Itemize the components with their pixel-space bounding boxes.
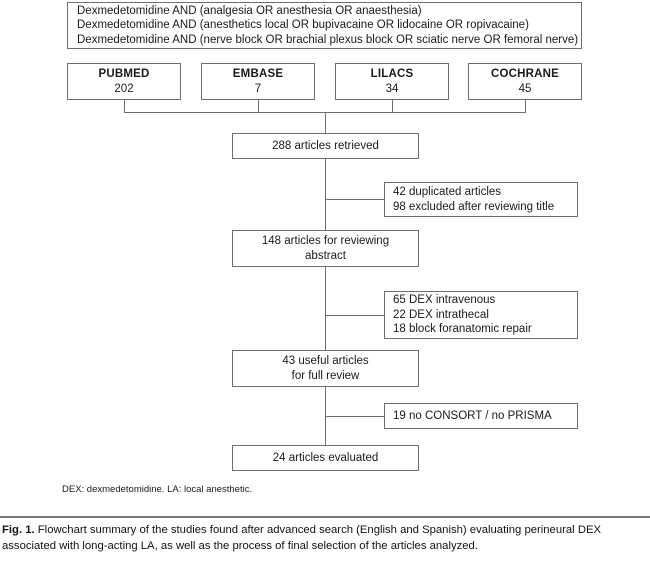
database-count: 7 xyxy=(254,82,262,95)
exclusion-line: 19 no CONSORT / no PRISMA xyxy=(393,409,552,422)
database-count: 202 xyxy=(114,82,134,95)
figure-caption-text: Flowchart summary of the studies found a… xyxy=(2,524,602,552)
exclusion-line: 98 excluded after reviewing title xyxy=(393,200,555,213)
figure-caption: Fig. 1. Flowchart summary of the studies… xyxy=(2,523,648,554)
database-name: LILACS xyxy=(370,68,414,80)
connector-branch-excluded-title xyxy=(325,199,385,200)
database-box-pubmed: PUBMED 202 xyxy=(67,63,181,100)
flow-box-line: 43 useful articles xyxy=(282,355,369,367)
connector-bus-to-retrieved xyxy=(325,112,326,133)
database-count: 34 xyxy=(385,82,399,95)
exclusion-box-reporting-guidelines: 19 no CONSORT / no PRISMA xyxy=(384,403,578,429)
exclusion-line: 65 DEX intravenous xyxy=(393,294,496,307)
database-box-lilacs: LILACS 34 xyxy=(335,63,449,100)
exclusion-line: 22 DEX intrathecal xyxy=(393,308,489,321)
search-query-box: Dexmedetomidine AND (analgesia OR anesth… xyxy=(67,2,582,49)
exclusion-box-by-administration-type: 65 DEX intravenous 22 DEX intrathecal 18… xyxy=(384,291,578,339)
search-query-line-2: Dexmedetomidine AND (anesthetics local O… xyxy=(77,19,529,32)
flow-box-line: for full review xyxy=(291,369,360,382)
database-name: EMBASE xyxy=(232,68,284,80)
connector-embase-drop xyxy=(258,100,259,113)
flow-box-line: 24 articles evaluated xyxy=(272,451,379,464)
connector-pubmed-drop xyxy=(124,100,125,113)
database-name: PUBMED xyxy=(98,68,150,80)
database-box-embase: EMBASE 7 xyxy=(201,63,315,100)
figure-footnote: DEX: dexmedetomidine. LA: local anesthet… xyxy=(62,484,253,495)
flow-box-line: 288 articles retrieved xyxy=(272,139,379,152)
caption-divider xyxy=(0,516,650,518)
flow-box-line: 148 articles for reviewing xyxy=(261,235,390,247)
figure-number-label: Fig. 1. xyxy=(2,524,35,536)
connector-branch-excluded-type xyxy=(325,315,385,316)
exclusion-line: 42 duplicated articles xyxy=(393,186,502,198)
search-query-line-3: Dexmedetomidine AND (nerve block OR brac… xyxy=(77,33,579,46)
search-query-line-1: Dexmedetomidine AND (analgesia OR anesth… xyxy=(77,4,422,17)
connector-lilacs-drop xyxy=(392,100,393,113)
exclusion-box-after-title: 42 duplicated articles 98 excluded after… xyxy=(384,182,578,217)
flow-box-useful-articles-full-review: 43 useful articles for full review xyxy=(232,350,419,387)
database-count: 45 xyxy=(518,82,532,95)
flow-box-articles-evaluated: 24 articles evaluated xyxy=(232,445,419,471)
flow-box-line: abstract xyxy=(305,249,346,262)
connector-cochrane-drop xyxy=(525,100,526,113)
connector-retrieved-to-abstract xyxy=(325,159,326,230)
database-name: COCHRANE xyxy=(490,68,560,80)
database-box-cochrane: COCHRANE 45 xyxy=(468,63,582,100)
connector-branch-excluded-reporting xyxy=(325,416,385,417)
flow-box-articles-retrieved: 288 articles retrieved xyxy=(232,133,419,159)
connector-abstract-to-fullreview xyxy=(325,267,326,350)
exclusion-line: 18 block foranatomic repair xyxy=(393,323,532,336)
flow-box-articles-for-abstract-review: 148 articles for reviewing abstract xyxy=(232,230,419,267)
